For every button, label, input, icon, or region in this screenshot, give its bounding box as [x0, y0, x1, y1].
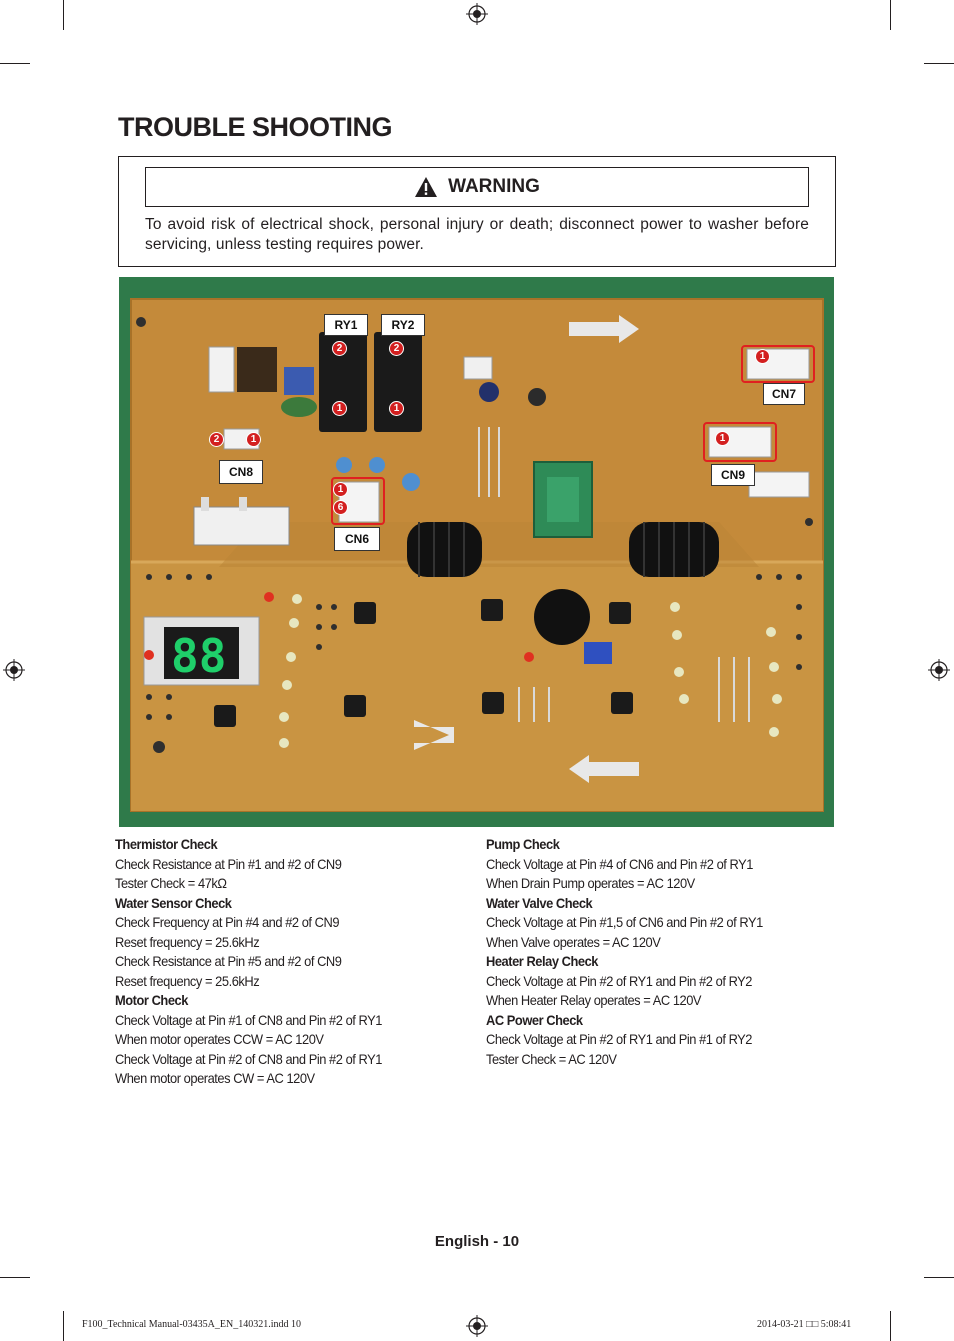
check-heading: Thermistor Check — [115, 836, 218, 852]
check-line: Tester Check = AC 120V — [486, 1050, 617, 1067]
check-heading: Water Sensor Check — [115, 894, 232, 911]
check-line: Check Resistance at Pin #1 and #2 of CN9 — [115, 855, 342, 872]
slug-file-info: F100_Technical Manual-03435A_EN_140321.i… — [82, 1319, 301, 1330]
check-line: When Valve operates = AC 120V — [486, 933, 661, 950]
crop-mark — [890, 1311, 891, 1341]
check-heading: Water Valve Check — [486, 894, 593, 911]
crop-mark — [924, 63, 954, 64]
checks-left-column: Thermistor Check Check Resistance at Pin… — [115, 835, 428, 1089]
slug-timestamp: 2014-03-21 □□ 5:08:41 — [757, 1319, 852, 1330]
check-heading: Heater Relay Check — [486, 953, 599, 969]
label-ry2: RY2 — [381, 314, 425, 336]
pin-marker-ry1-top: 2 — [332, 341, 347, 356]
pin-marker-cn7: 1 — [755, 349, 770, 364]
check-line: Check Voltage at Pin #2 of RY1 and Pin #… — [486, 972, 753, 989]
pcb-board-illustration: 88 — [130, 298, 824, 812]
pin-marker-ry2-bottom: 1 — [389, 401, 404, 416]
check-line: Check Voltage at Pin #2 of CN8 and Pin #… — [115, 1050, 382, 1067]
highlight-cn9 — [703, 422, 777, 462]
check-heater-relay: Heater Relay Check Check Voltage at Pin … — [486, 952, 799, 1011]
check-line: Reset frequency = 25.6kHz — [115, 933, 260, 950]
check-pump: Pump Check Check Voltage at Pin #4 of CN… — [486, 835, 799, 894]
page-title: TROUBLE SHOOTING — [118, 112, 393, 142]
warning-text: To avoid risk of electrical shock, perso… — [145, 216, 809, 253]
registration-mark-icon — [466, 3, 488, 25]
label-ry1: RY1 — [324, 314, 368, 336]
check-line: When Drain Pump operates = AC 120V — [486, 875, 695, 891]
page-number: English - 10 — [434, 1233, 520, 1250]
crop-mark — [890, 0, 891, 30]
check-water-valve: Water Valve Check Check Voltage at Pin #… — [486, 894, 799, 953]
pin-marker-cn9: 1 — [715, 431, 730, 446]
pin-marker-ry2-top: 2 — [389, 341, 404, 356]
label-cn8: CN8 — [219, 460, 263, 484]
check-line: Tester Check = 47kΩ — [115, 875, 227, 891]
label-cn6: CN6 — [334, 527, 380, 551]
warning-heading: WARNING — [448, 176, 540, 197]
check-line: Check Voltage at Pin #4 of CN6 and Pin #… — [486, 855, 753, 872]
check-line: Check Voltage at Pin #2 of RY1 and Pin #… — [486, 1031, 753, 1047]
check-heading: AC Power Check — [486, 1011, 583, 1028]
check-line: When motor operates CCW = AC 120V — [115, 1031, 324, 1047]
check-line: When Heater Relay operates = AC 120V — [486, 992, 702, 1008]
registration-mark-icon — [3, 659, 25, 681]
check-motor: Motor Check Check Voltage at Pin #1 of C… — [115, 991, 428, 1089]
warning-header: WARNING — [145, 167, 809, 207]
check-line: Check Resistance at Pin #5 and #2 of CN9 — [115, 953, 342, 969]
highlight-cn6 — [331, 477, 385, 525]
label-cn7: CN7 — [763, 383, 805, 405]
crop-mark — [63, 0, 64, 30]
pin-marker-cn8-right: 1 — [246, 432, 261, 447]
svg-text:88: 88 — [171, 629, 226, 683]
check-line: Check Voltage at Pin #1 of CN8 and Pin #… — [115, 1011, 382, 1028]
crop-mark — [0, 63, 30, 64]
registration-mark-icon — [466, 1315, 488, 1337]
warning-box — [118, 156, 836, 267]
highlight-cn7 — [741, 345, 815, 383]
check-water-sensor: Water Sensor Check Check Frequency at Pi… — [115, 894, 428, 992]
label-cn9: CN9 — [711, 464, 755, 486]
checks-right-column: Pump Check Check Voltage at Pin #4 of CN… — [486, 835, 799, 1069]
crop-mark — [63, 1311, 64, 1341]
check-thermistor: Thermistor Check Check Resistance at Pin… — [115, 835, 428, 894]
check-line: Check Voltage at Pin #1,5 of CN6 and Pin… — [486, 914, 763, 930]
check-line: Reset frequency = 25.6kHz — [115, 972, 260, 989]
check-heading: Pump Check — [486, 836, 560, 852]
check-line: When motor operates CW = AC 120V — [115, 1070, 315, 1086]
check-ac-power: AC Power Check Check Voltage at Pin #2 o… — [486, 1011, 799, 1070]
registration-mark-icon — [928, 659, 950, 681]
pcb-photo: 88 — [119, 277, 834, 827]
check-heading: Motor Check — [115, 992, 188, 1008]
warning-triangle-icon — [415, 177, 438, 197]
crop-mark — [0, 1277, 30, 1278]
pin-marker-ry1-bottom: 1 — [332, 401, 347, 416]
pin-marker-cn6-bottom: 6 — [333, 500, 348, 515]
pin-marker-cn6-top: 1 — [333, 482, 348, 497]
crop-mark — [924, 1277, 954, 1278]
check-line: Check Frequency at Pin #4 and #2 of CN9 — [115, 914, 340, 930]
pin-marker-cn8-left: 2 — [209, 432, 224, 447]
